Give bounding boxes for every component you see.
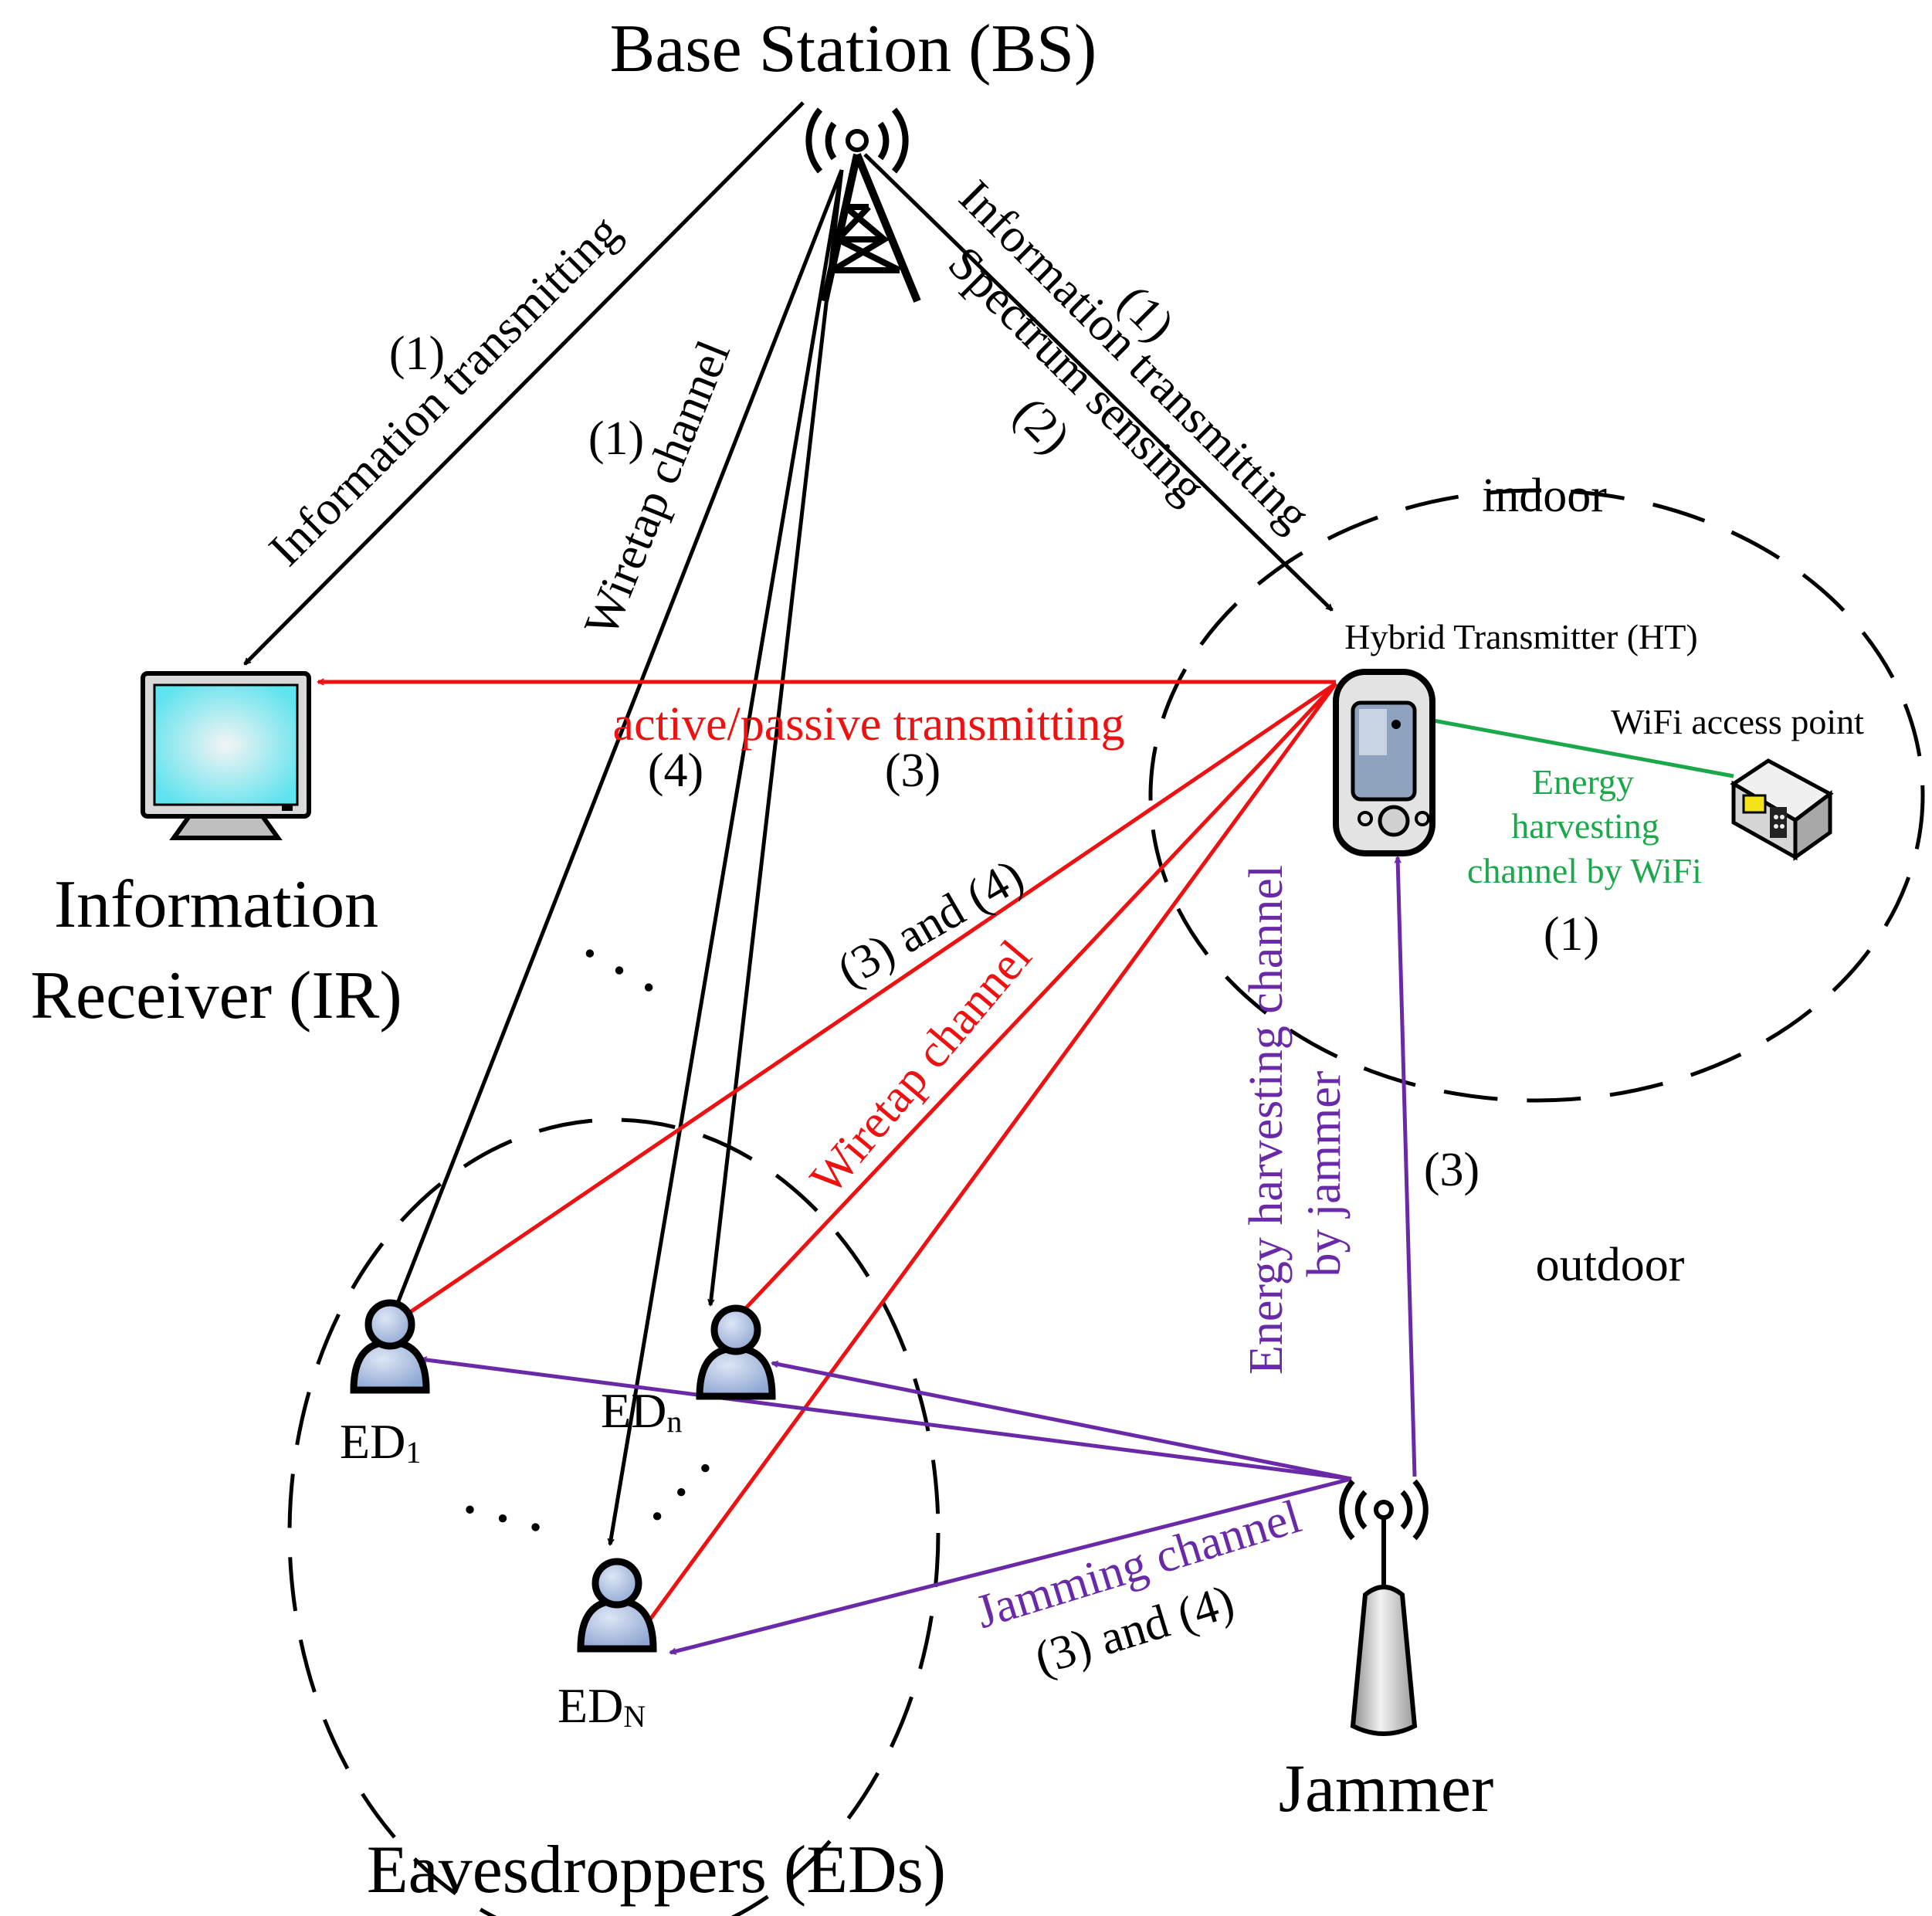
jammer-antenna-icon bbox=[1339, 1479, 1429, 1736]
handset-icon bbox=[1333, 669, 1435, 856]
bs-to-ir-arrow bbox=[243, 101, 805, 666]
wifi-ht-line3: channel by WiFi bbox=[1467, 851, 1702, 890]
wifi-access-point-label: WiFi access point bbox=[1611, 702, 1864, 741]
wifi-ht-line1: Energy bbox=[1532, 762, 1634, 802]
monitor-icon bbox=[141, 671, 311, 840]
eavesdroppers-label: Eavesdroppers (EDs) bbox=[367, 1833, 946, 1908]
edn-label: EDn bbox=[601, 1383, 682, 1439]
wifi-to-ht-arrow bbox=[1421, 718, 1734, 778]
jammer-to-edn-arrow bbox=[772, 1363, 1352, 1481]
bs-ht-label-1: Information transmitting bbox=[949, 171, 1320, 541]
ht-to-edn-arrow bbox=[740, 682, 1337, 1314]
edN-person-icon bbox=[577, 1558, 657, 1653]
ellipsis-top: . . . bbox=[573, 900, 684, 1008]
ellipsis-bottom-left: . . . bbox=[457, 1453, 558, 1547]
bs-to-edN-arrow bbox=[610, 169, 844, 1545]
jammer-to-ht-arrow bbox=[1398, 857, 1417, 1477]
ed1-person-icon bbox=[350, 1299, 430, 1394]
ht-ed-label: Wiretap channel bbox=[800, 931, 1042, 1204]
jammer-label: Jammer bbox=[1279, 1752, 1494, 1826]
ht-ir-label: active/passive transmitting bbox=[613, 698, 1125, 751]
wifi-router-icon bbox=[1730, 758, 1834, 861]
jam-ht-line1: Energy harvesting channel bbox=[1240, 865, 1293, 1375]
indoor-label: indoor bbox=[1482, 470, 1607, 522]
info-receiver-label-line2: Receiver (IR) bbox=[30, 958, 402, 1033]
jammer-to-ed1-arrow bbox=[421, 1359, 1352, 1481]
hybrid-transmitter-label: Hybrid Transmitter (HT) bbox=[1344, 617, 1697, 656]
bs-to-ht-arrow bbox=[863, 153, 1334, 612]
indoor-region bbox=[1148, 488, 1925, 1103]
ht-ir-step-b: (3) bbox=[885, 744, 941, 797]
info-receiver-label-line1: Information bbox=[54, 867, 378, 942]
wifi-ht-line2: harvesting bbox=[1511, 806, 1659, 846]
outdoor-label: outdoor bbox=[1536, 1239, 1685, 1291]
ht-ir-step-a: (4) bbox=[648, 744, 703, 797]
ed1-label: ED1 bbox=[340, 1414, 421, 1470]
wifi-ht-step: (1) bbox=[1544, 908, 1599, 961]
bs-to-ed1-arrow bbox=[391, 169, 844, 1313]
bs-to-edn-arrow bbox=[710, 169, 844, 1305]
base-station-label: Base Station (BS) bbox=[610, 12, 1097, 86]
bs-ir-step: (1) bbox=[389, 327, 445, 380]
bs-ed-step: (1) bbox=[588, 412, 644, 465]
jammer-to-edN-arrow bbox=[670, 1477, 1352, 1653]
bs-ir-label: Information transmitting bbox=[259, 205, 630, 576]
edn-person-icon bbox=[696, 1304, 776, 1400]
edN-label: EDN bbox=[558, 1678, 646, 1734]
jam-ht-step: (3) bbox=[1424, 1144, 1480, 1196]
jam-ht-line2: by jammer bbox=[1298, 1070, 1351, 1277]
ht-to-ed1-arrow bbox=[398, 681, 1337, 1323]
base-station-icon bbox=[805, 107, 921, 303]
ht-to-edN-arrow bbox=[635, 682, 1338, 1637]
eavesdroppers-region bbox=[287, 1117, 941, 1916]
